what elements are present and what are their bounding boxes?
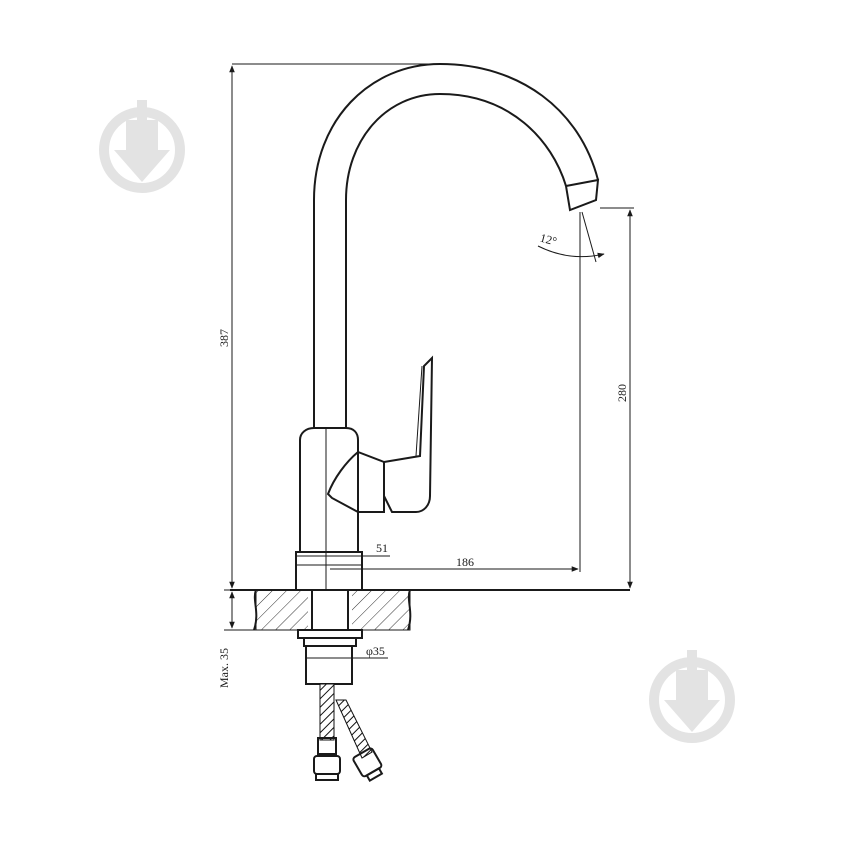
lever-handle (326, 355, 434, 513)
label-total-height: 387 (217, 329, 231, 347)
label-spout-height: 280 (615, 384, 629, 402)
dim-spout-reach: 186 (330, 212, 581, 572)
supply-hoses (313, 683, 384, 782)
label-spout-angle: 12° (539, 231, 559, 249)
dim-base-width: 51 (295, 541, 390, 574)
dim-total-height: 387 (217, 63, 440, 589)
dim-mount-diameter: φ35 (305, 644, 388, 664)
label-counter-thickness: Max. 35 (217, 648, 231, 688)
dim-spout-angle: 12° (537, 211, 605, 263)
label-mount-diameter: φ35 (366, 644, 385, 658)
label-spout-reach: 186 (456, 555, 474, 569)
watermark-top-left-icon (99, 100, 185, 193)
label-base-width: 51 (376, 541, 388, 555)
dim-spout-height: 280 (600, 207, 634, 589)
faucet-body (295, 62, 600, 591)
countertop (230, 589, 630, 631)
dim-counter-thickness: Max. 35 (217, 589, 300, 688)
watermark-bottom-right-icon (649, 650, 735, 743)
